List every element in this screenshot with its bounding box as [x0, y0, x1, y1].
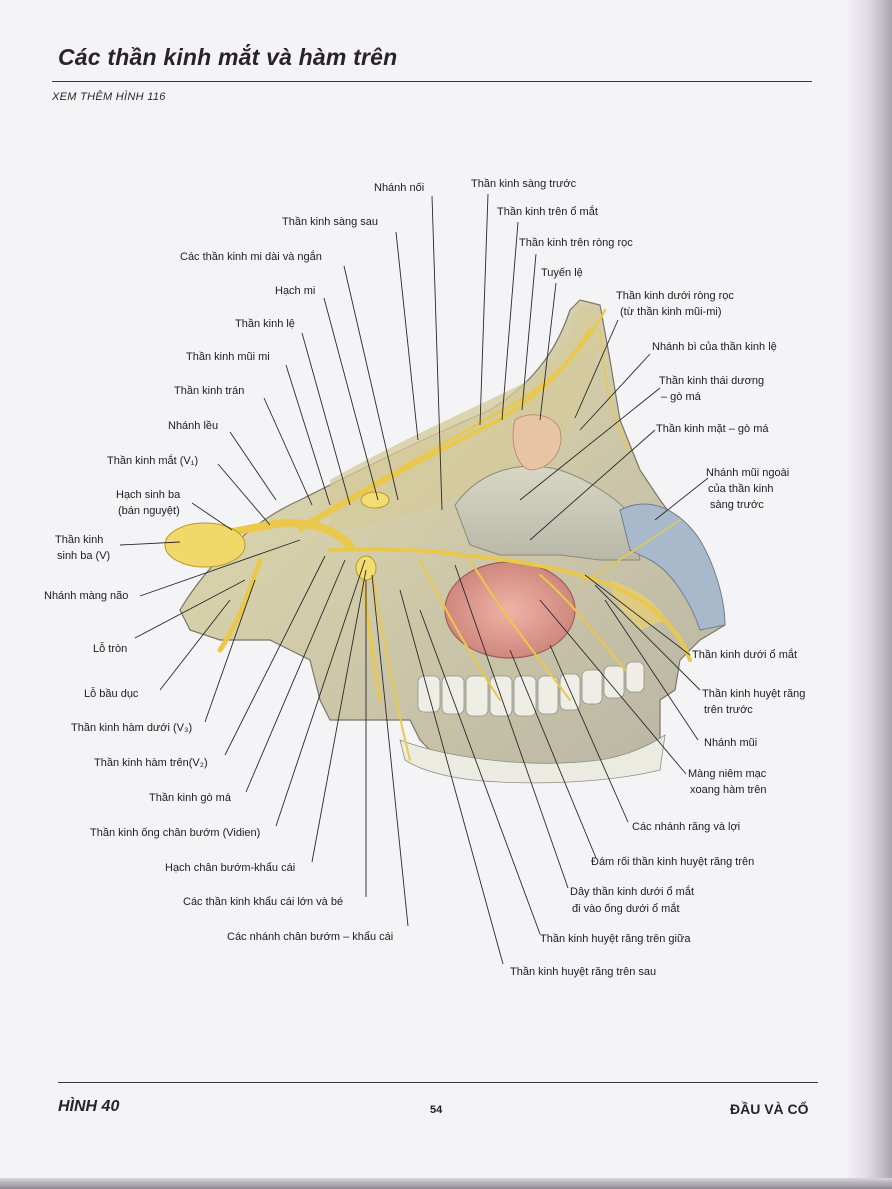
label-lo-tron: Lỗ tròn	[93, 643, 128, 655]
label-tk-tren-o-mat: Thần kinh trên ổ mắt	[497, 206, 598, 218]
label-cac-nhanh-rang-loi: Các nhánh răng và lợi	[632, 821, 741, 833]
label-hach-sinh-ba-2: (bán nguyệt)	[118, 505, 180, 517]
label-lo-bau-duc: Lỗ bầu dục	[84, 688, 139, 700]
label-tk-go-ma: Thần kinh gò má	[149, 792, 231, 804]
label-mang-niem-mac-2: xoang hàm trên	[690, 784, 767, 796]
label-tk-sang-truoc: Thần kinh sàng trước	[471, 178, 577, 190]
label-nhanh-mui-ngoai-2: của thần kinh	[708, 483, 774, 495]
label-tuyen-le: Tuyến lệ	[541, 267, 583, 279]
label-tk-tran: Thần kinh trán	[174, 385, 245, 397]
label-tk-ong-chan-buom: Thần kinh ống chân bướm (Vidien)	[90, 827, 261, 839]
cross-reference: XEM THÊM HÌNH 116	[52, 91, 166, 103]
label-tk-huyet-rang-tren-truoc-2: trên trước	[704, 704, 753, 716]
label-day-tk-duoi-o-mat-2: đi vào ống dưới ổ mắt	[572, 903, 680, 915]
label-nhanh-mui-ngoai-3: sàng trước	[710, 499, 764, 511]
footer-rule	[58, 1082, 818, 1083]
section-name: ĐẦU VÀ CỔ	[730, 1101, 809, 1117]
label-nhanh-leu: Nhánh lều	[168, 420, 219, 432]
label-tk-mi-dai-ngan: Các thần kinh mi dài và ngắn	[180, 251, 322, 263]
label-tk-huyet-rang-tren-truoc: Thần kinh huyệt răng	[702, 688, 806, 700]
label-tk-khau-cai-lon-be: Các thần kinh khẩu cái lớn và bé	[183, 896, 344, 908]
trigeminal-nerves	[166, 308, 692, 761]
label-tk-sinh-ba-2: sinh ba (V)	[57, 550, 111, 562]
label-tk-mat-v1: Thần kinh mắt (V₁)	[107, 455, 199, 467]
label-hach-sinh-ba: Hạch sinh ba	[116, 489, 181, 501]
label-tk-le: Thần kinh lệ	[235, 318, 295, 330]
label-day-tk-duoi-o-mat: Dây thần kinh dưới ổ mắt	[570, 886, 695, 898]
title-rule	[52, 81, 812, 82]
label-tk-duoi-rong-roc-note: (từ thần kinh mũi-mi)	[620, 306, 722, 318]
label-tk-tren-rong-roc: Thần kinh trên ròng rọc	[519, 237, 633, 249]
label-nhanh-noi: Nhánh nối	[374, 182, 425, 194]
leader-lines	[119, 193, 709, 965]
label-dam-roi-huyet-rang: Đám rối thần kinh huyệt răng trên	[591, 856, 755, 868]
label-nhanh-mui-ngoai: Nhánh mũi ngoài	[706, 467, 790, 479]
label-tk-thai-duong-go-ma: Thần kinh thái dương	[659, 375, 765, 387]
label-nhanh-bi-tk-le: Nhánh bì của thần kinh lệ	[652, 341, 777, 353]
label-tk-mat-go-ma: Thần kinh mặt – gò má	[656, 423, 769, 435]
label-mang-niem-mac: Màng niêm mạc	[688, 768, 767, 780]
label-nhanh-mui: Nhánh mũi	[704, 737, 758, 749]
label-tk-huyet-rang-tren-sau: Thần kinh huyệt răng trên sau	[510, 966, 657, 978]
label-tk-sang-sau: Thần kinh sàng sau	[282, 216, 379, 228]
label-tk-sinh-ba: Thần kinh	[55, 534, 104, 546]
label-tk-duoi-o-mat: Thần kinh dưới ổ mắt	[692, 649, 798, 661]
figure-number: HÌNH 40	[58, 1098, 120, 1115]
page-number: 54	[430, 1104, 443, 1116]
page-title: Các thần kinh mắt và hàm trên	[58, 44, 398, 70]
label-tk-duoi-rong-roc: Thần kinh dưới ròng rọc	[616, 290, 734, 302]
label-hach-mi: Hạch mi	[275, 285, 316, 297]
label-tk-ham-tren-v2: Thần kinh hàm trên(V₂)	[94, 757, 208, 769]
label-tk-huyet-rang-tren-giua: Thần kinh huyệt răng trên giữa	[540, 933, 691, 945]
label-tk-ham-duoi-v3: Thần kinh hàm dưới (V₃)	[71, 722, 193, 734]
label-nhanh-chan-buom-khau-cai: Các nhánh chân bướm – khẩu cái	[227, 931, 394, 943]
page-binding-shadow	[848, 0, 892, 1189]
page-bottom-edge	[0, 1178, 892, 1189]
trigeminal-ganglion	[164, 491, 390, 581]
label-nhanh-mang-nao: Nhánh màng não	[44, 590, 129, 602]
label-tk-thai-duong-go-ma-2: – gò má	[661, 391, 701, 403]
label-hach-chan-buom: Hạch chân bướm-khẩu cái	[165, 862, 296, 874]
label-tk-mui-mi: Thần kinh mũi mi	[186, 351, 270, 363]
